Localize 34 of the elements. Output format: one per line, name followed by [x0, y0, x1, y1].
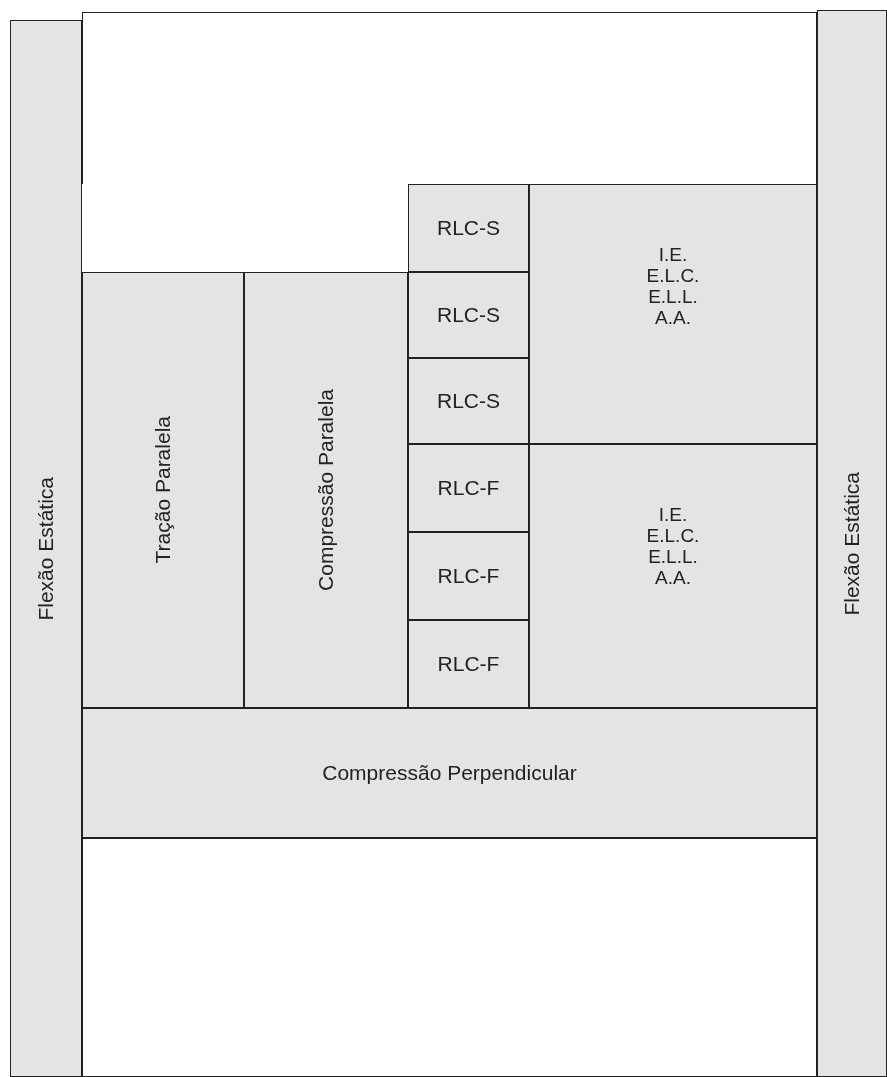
- section-label: Tração Paralela: [151, 416, 175, 564]
- specimen-section: [817, 10, 887, 1077]
- section-label: Flexão Estática: [34, 476, 58, 621]
- specimen-section: [408, 620, 529, 708]
- section-label: I.E.: [658, 245, 688, 266]
- specimen-section: [82, 272, 244, 708]
- section-label: E.L.L.: [648, 286, 698, 308]
- specimen-section: [529, 184, 817, 444]
- section-label: Compressão Paralela: [314, 389, 338, 591]
- section-label: RLC-S: [437, 216, 500, 240]
- section-label: RLC-S: [437, 303, 500, 327]
- section-label: RLC-S: [437, 389, 500, 413]
- specimen-section: [10, 20, 82, 1077]
- section-label: Compressão Perpendicular: [322, 761, 577, 785]
- specimen-section: [408, 532, 529, 620]
- section-label: RLC-F: [437, 564, 500, 588]
- specimen-section: [408, 184, 529, 272]
- blank-section: [82, 12, 817, 184]
- specimen-section: [244, 272, 408, 708]
- section-label: Flexão Estática: [840, 471, 864, 616]
- section-label: A.A.: [655, 567, 691, 589]
- section-label: E.L.C.: [646, 525, 700, 547]
- section-label: RLC-F: [437, 476, 500, 500]
- blank-section: [82, 838, 817, 1077]
- section-label: E.L.C.: [646, 265, 700, 287]
- specimen-section: [82, 708, 817, 838]
- section-label: RLC-F: [437, 652, 500, 676]
- specimen-section: [408, 358, 529, 444]
- specimen-section: [529, 444, 817, 708]
- section-label: A.A.: [655, 307, 691, 329]
- section-label: E.L.L.: [648, 546, 698, 568]
- specimen-section: [408, 272, 529, 358]
- section-label: I.E.: [658, 505, 688, 526]
- specimen-section: [408, 444, 529, 532]
